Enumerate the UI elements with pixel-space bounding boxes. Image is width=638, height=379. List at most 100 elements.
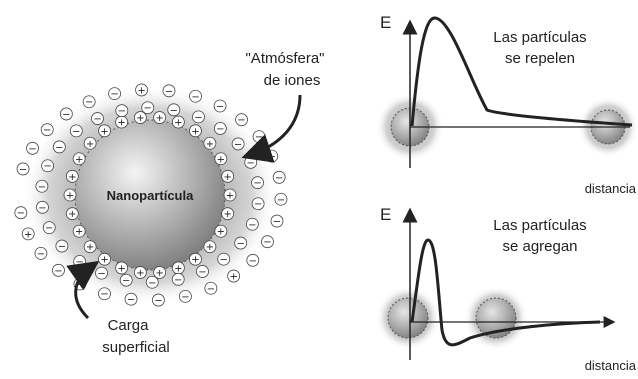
counter-ion-minus: − — [253, 131, 265, 144]
svg-text:−: − — [216, 124, 224, 135]
svg-text:−: − — [110, 89, 118, 100]
svg-text:−: − — [248, 220, 256, 231]
svg-text:+: + — [68, 209, 76, 220]
surface-charge-plus: + — [66, 170, 78, 183]
co-ion-plus: + — [22, 228, 34, 241]
counter-ion-minus: − — [214, 100, 226, 113]
counter-ion-minus: − — [247, 254, 259, 267]
counter-ion-minus: − — [27, 142, 39, 155]
svg-text:−: − — [194, 112, 202, 123]
svg-text:−: − — [255, 132, 263, 143]
counter-ion-minus: − — [168, 104, 180, 117]
counter-ion-minus: − — [261, 236, 273, 249]
top-graph-caption-line2: se repelen — [505, 50, 575, 67]
svg-text:+: + — [174, 118, 182, 129]
svg-text:−: − — [237, 115, 245, 126]
svg-text:−: − — [54, 266, 62, 277]
svg-text:−: − — [181, 292, 189, 303]
svg-text:−: − — [43, 161, 51, 172]
svg-text:+: + — [86, 139, 94, 150]
surface-charge-plus: + — [84, 137, 96, 150]
svg-text:+: + — [24, 229, 32, 240]
svg-text:−: − — [198, 267, 206, 278]
svg-text:−: − — [216, 102, 224, 113]
counter-ion-minus: − — [163, 85, 175, 98]
svg-text:−: − — [247, 158, 255, 169]
counter-ion-minus: − — [190, 90, 202, 103]
surface-charge-plus: + — [172, 262, 184, 275]
svg-text:+: + — [206, 242, 214, 253]
surface-charge-plus: + — [154, 112, 166, 125]
counter-ion-minus: − — [17, 163, 29, 176]
svg-text:−: − — [28, 144, 36, 155]
svg-text:−: − — [55, 142, 63, 153]
svg-text:+: + — [117, 263, 125, 274]
counter-ion-minus: − — [120, 274, 132, 287]
top-graph-x-label: distancia — [585, 181, 637, 196]
counter-ion-minus: − — [196, 265, 208, 278]
ion-atmosphere-label-line2: de iones — [264, 72, 321, 89]
ion-atmosphere-label-line1: "Atmósfera" — [245, 50, 324, 67]
svg-text:−: − — [72, 126, 80, 137]
counter-ion-minus: − — [192, 111, 204, 124]
svg-text:+: + — [206, 139, 214, 150]
svg-text:−: − — [17, 208, 25, 219]
counter-ion-minus: − — [83, 96, 95, 109]
top-graph-y-label: E — [380, 13, 391, 32]
svg-text:−: − — [38, 203, 46, 214]
counter-ion-minus: − — [52, 264, 64, 277]
surface-charge-plus: + — [116, 116, 128, 128]
bottom-graph: E Las partículas se agregan distancia — [376, 205, 637, 373]
counter-ion-minus: − — [56, 240, 68, 253]
svg-text:−: − — [75, 257, 83, 268]
surface-charge-plus: + — [134, 266, 146, 279]
counter-ion-minus: − — [266, 150, 278, 163]
svg-text:−: − — [122, 276, 130, 287]
surface-charge-label-line1: Carga — [108, 317, 150, 334]
counter-ion-minus: − — [41, 124, 53, 137]
svg-text:−: − — [148, 278, 156, 289]
svg-text:+: + — [155, 268, 163, 279]
svg-text:+: + — [117, 118, 125, 129]
svg-text:−: − — [249, 256, 257, 267]
svg-text:+: + — [68, 172, 76, 183]
counter-ion-minus: − — [273, 171, 285, 184]
svg-text:−: − — [38, 182, 46, 193]
svg-text:+: + — [217, 154, 225, 165]
counter-ion-minus: − — [35, 247, 47, 259]
counter-ion-minus: − — [232, 138, 244, 151]
counter-ion-minus: − — [214, 122, 226, 135]
svg-text:+: + — [217, 227, 225, 238]
counter-ion-minus: − — [245, 156, 257, 169]
top-graph: E Las partículas se repelen distancia — [376, 13, 638, 196]
surface-charge-plus: + — [73, 225, 85, 238]
surface-charge-plus: + — [224, 189, 236, 202]
surface-charge-plus: + — [64, 189, 76, 202]
svg-text:+: + — [174, 263, 182, 274]
bottom-graph-particle-left — [376, 286, 440, 350]
counter-ion-minus: − — [236, 114, 248, 127]
counter-ion-minus: − — [246, 218, 258, 231]
svg-text:−: − — [97, 269, 105, 280]
svg-text:−: − — [268, 152, 276, 163]
svg-text:−: − — [263, 237, 271, 248]
counter-ion-minus: − — [146, 276, 158, 289]
counter-ion-minus: − — [271, 215, 283, 228]
counter-ion-minus: − — [53, 141, 65, 154]
counter-ion-minus: − — [74, 256, 86, 269]
svg-text:−: − — [127, 295, 135, 306]
surface-charge-plus: + — [172, 116, 184, 128]
surface-charge-plus: + — [189, 253, 201, 266]
svg-text:+: + — [223, 209, 231, 220]
svg-text:−: − — [118, 106, 126, 117]
svg-text:+: + — [66, 191, 74, 202]
counter-ion-minus: − — [116, 105, 128, 118]
surface-charge-plus: + — [66, 208, 78, 221]
svg-text:+: + — [100, 126, 108, 137]
counter-ion-minus: − — [275, 193, 287, 206]
co-ion-plus: + — [136, 84, 148, 97]
counter-ion-minus: − — [60, 108, 72, 121]
counter-ion-minus: − — [142, 102, 154, 115]
svg-text:−: − — [191, 92, 199, 103]
